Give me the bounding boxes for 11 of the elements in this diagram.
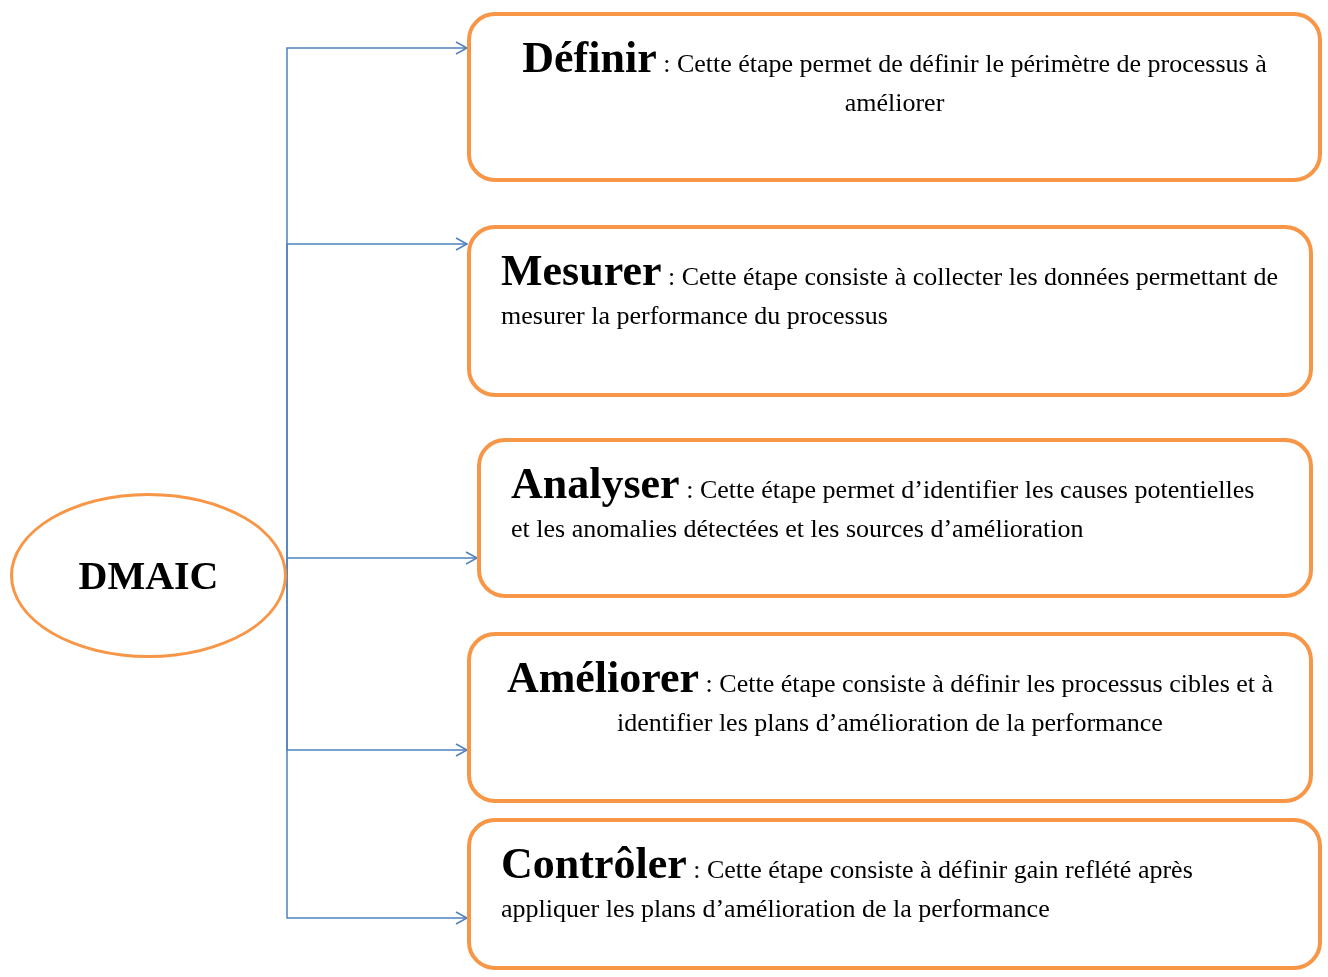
step-description: Améliorer: Cette étape consiste à définir les processus cibles et à identifier les plans d’amélioration de la performance bbox=[505, 658, 1275, 739]
step-description: Contrôler: Cette étape consiste à définir gain reflété après appliquer les plans d’amélioration de la performance bbox=[501, 844, 1194, 925]
node-title: DMAIC bbox=[78, 551, 219, 600]
step-description: Analyser: Cette étape permet d’identifier les causes potentielles et les anomalies détectées et les sources d’amélioration bbox=[511, 464, 1256, 545]
step-box bbox=[467, 632, 1313, 803]
step-description: Définir: Cette étape permet de définir le périmètre de processus à améliorer bbox=[521, 38, 1268, 119]
step-box bbox=[467, 818, 1322, 970]
step-description: Mesurer: Cette étape consiste à collecter les données permettant de mesurer la performance du processus bbox=[501, 251, 1279, 332]
step-box bbox=[467, 12, 1322, 182]
step-box bbox=[477, 438, 1313, 598]
step-box bbox=[467, 225, 1313, 397]
